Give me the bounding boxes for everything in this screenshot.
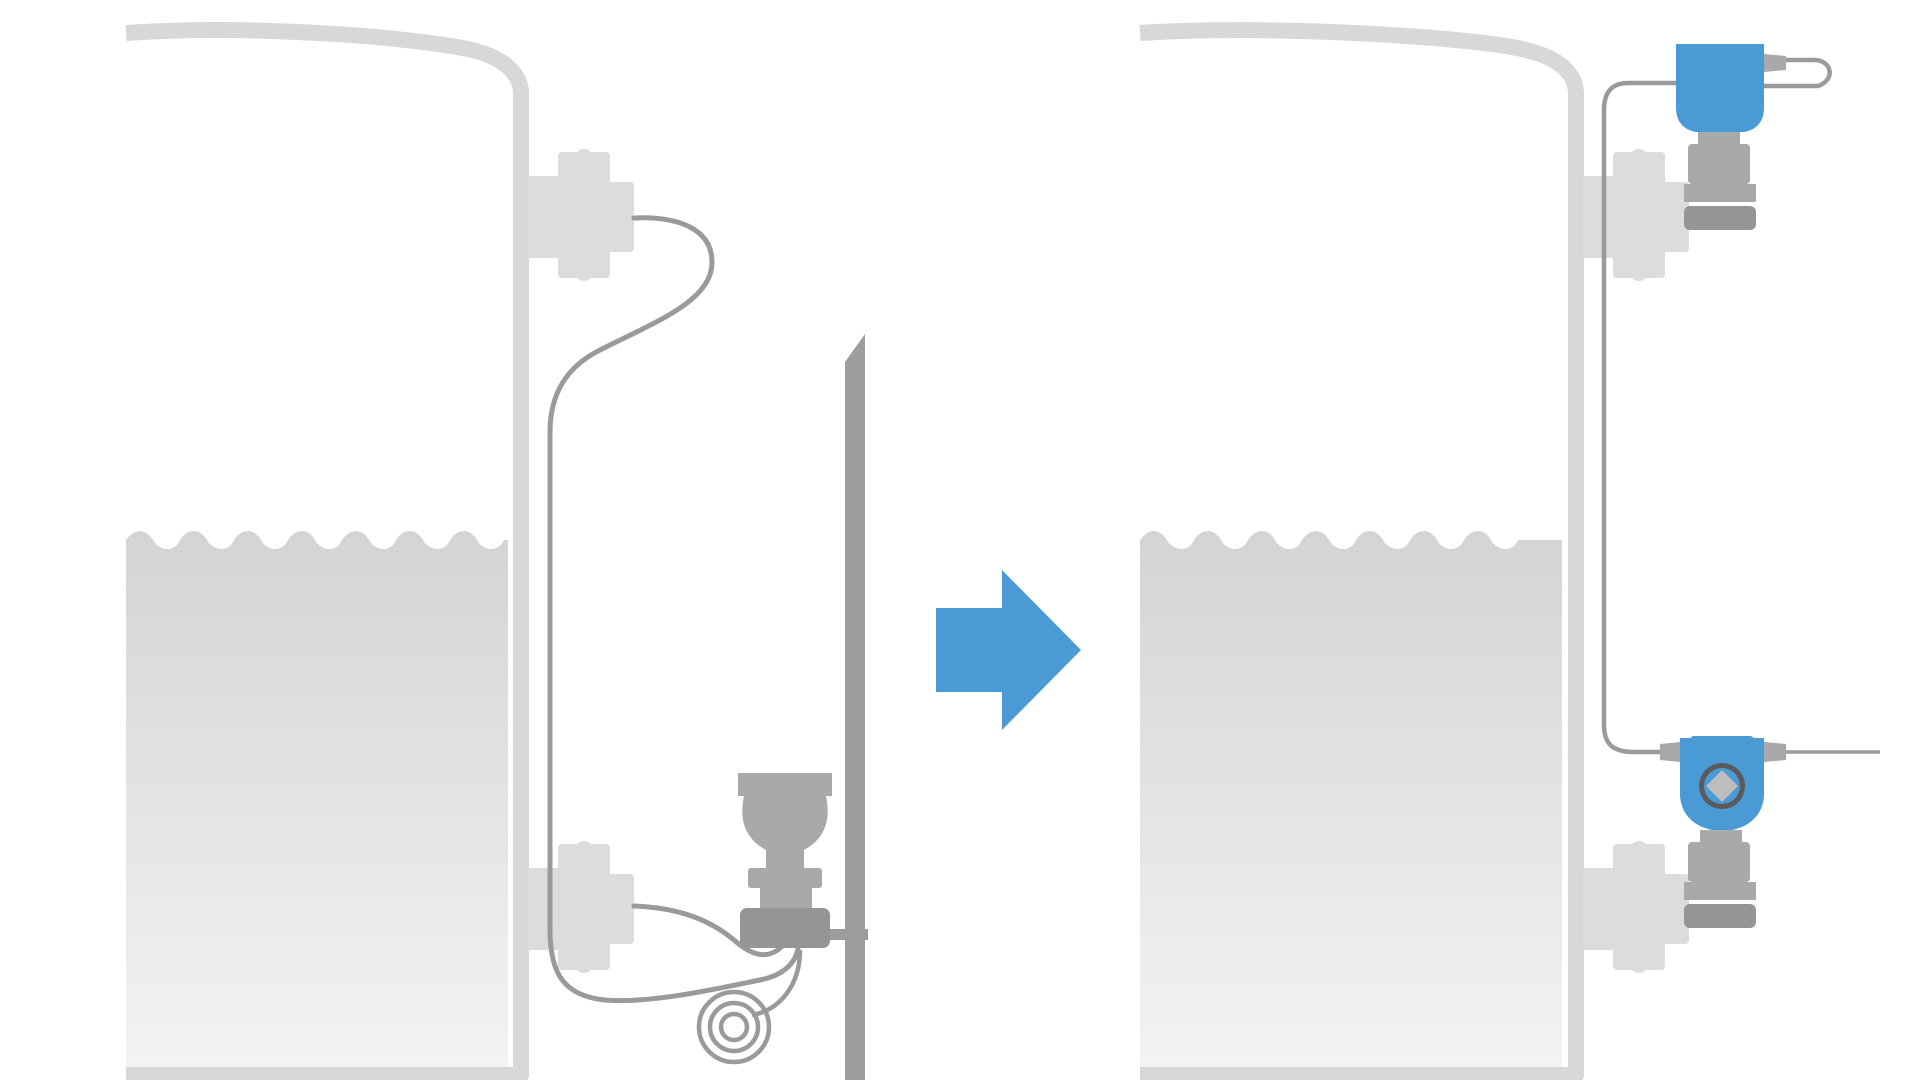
lower-transmitter [1660, 736, 1786, 928]
cable-gland-left-icon [1660, 742, 1680, 762]
cable-gland-icon [1764, 54, 1786, 72]
lower-capillary-left [631, 903, 789, 958]
display-icon [1699, 763, 1745, 809]
upper-transmitter [1676, 44, 1786, 230]
tank-outline-right [1139, 22, 1584, 1080]
upper-flange-left [528, 149, 634, 281]
after-panel [1139, 22, 1880, 1080]
capillary-coil [696, 949, 803, 1065]
upper-capillary-left [547, 215, 801, 1004]
before-panel [125, 22, 868, 1080]
upper-flange-right [1583, 149, 1689, 281]
cable-gland-right-icon [1764, 742, 1786, 762]
lower-flange-right [1583, 841, 1689, 973]
lower-flange-left [528, 841, 634, 973]
support-pole [845, 334, 865, 1080]
mounting-bracket [822, 929, 868, 940]
liquid-fill-left [126, 531, 508, 1080]
liquid-fill-right [1140, 531, 1562, 1080]
dp-transmitter [738, 773, 832, 948]
upper-cable-loop [1764, 57, 1832, 89]
tank-outline-left [125, 22, 529, 1080]
transition-arrow [936, 570, 1081, 730]
interconnect-cable [1601, 80, 1680, 755]
